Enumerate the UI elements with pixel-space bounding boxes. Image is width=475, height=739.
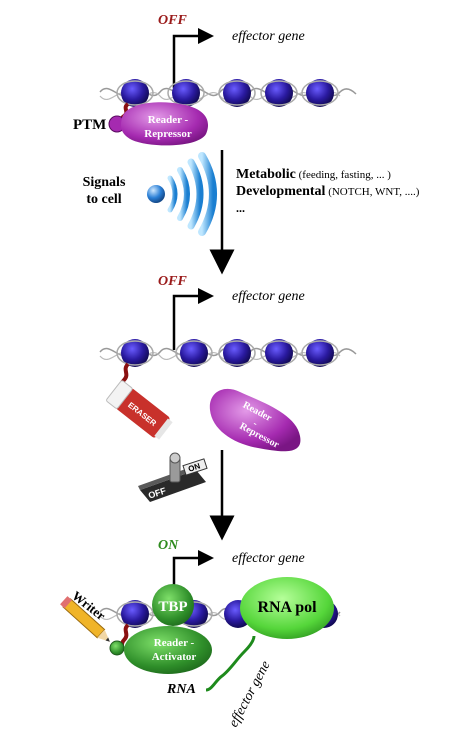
svg-text:Reader -: Reader - — [154, 637, 195, 649]
acetyl-mark — [109, 640, 125, 656]
tss-arrow-2 — [172, 294, 200, 350]
rna-transcript — [205, 635, 256, 692]
svg-text:Reader -: Reader - — [148, 114, 189, 126]
transcript-gene-label: effector gene — [226, 659, 273, 730]
tss-arrowhead-3 — [198, 550, 214, 566]
effector-gene-label-2: effector gene — [232, 289, 305, 304]
reader-activator: Reader - Activator — [124, 626, 212, 674]
signal-waves-icon — [147, 152, 217, 236]
tss-arrow-1 — [172, 34, 200, 88]
nucleosome-row-1 — [116, 79, 339, 107]
state-label-off-1: OFF — [158, 13, 187, 28]
developmental-line: Developmental (NOTCH, WNT, ....) — [236, 184, 420, 199]
signals-ellipsis: ... — [236, 201, 245, 215]
signals-section: Signals to cell Metabolic (feeding, fast… — [83, 150, 420, 275]
signals-label-line2: to cell — [86, 192, 121, 207]
writer-pencil-icon — [60, 596, 110, 642]
rna-label: RNA — [166, 682, 196, 697]
reader-repressor-2: Reader - Repressor — [209, 388, 301, 452]
state-label-on: ON — [158, 538, 179, 553]
reader-repressor-1: Reader - Repressor — [121, 102, 209, 146]
svg-text:Repressor: Repressor — [144, 128, 192, 140]
tss-arrow-3 — [172, 556, 200, 590]
eraser-tool: ERASER — [106, 380, 173, 440]
panel-2: OFF effector gene ERASER Reader - Repres… — [99, 274, 357, 541]
rna-polymerase: RNA pol — [240, 577, 334, 639]
panel-3: ON effector gene Writer Reader - Activat… — [60, 538, 341, 730]
state-label-off-2: OFF — [158, 274, 187, 289]
svg-text:-: - — [251, 418, 259, 429]
ptm-label: PTM — [73, 117, 106, 133]
signals-label-line1: Signals — [83, 175, 126, 190]
svg-text:Activator: Activator — [152, 651, 197, 663]
panel-1: OFF effector gene PTM Reader - Repressor — [73, 13, 357, 146]
effector-gene-label-3: effector gene — [232, 551, 305, 566]
tbp-protein: TBP — [152, 584, 194, 626]
svg-text:RNA pol: RNA pol — [257, 599, 317, 616]
effector-gene-label-1: effector gene — [232, 29, 305, 44]
on-off-switch-icon: OFF ON — [138, 452, 208, 502]
nucleosome-row-2 — [116, 339, 339, 367]
svg-text:ON: ON — [187, 461, 201, 473]
tss-arrowhead-2 — [198, 288, 214, 304]
svg-text:TBP: TBP — [158, 599, 187, 615]
tss-arrowhead-1 — [198, 28, 214, 44]
metabolic-line: Metabolic (feeding, fasting, ... ) — [236, 167, 391, 182]
